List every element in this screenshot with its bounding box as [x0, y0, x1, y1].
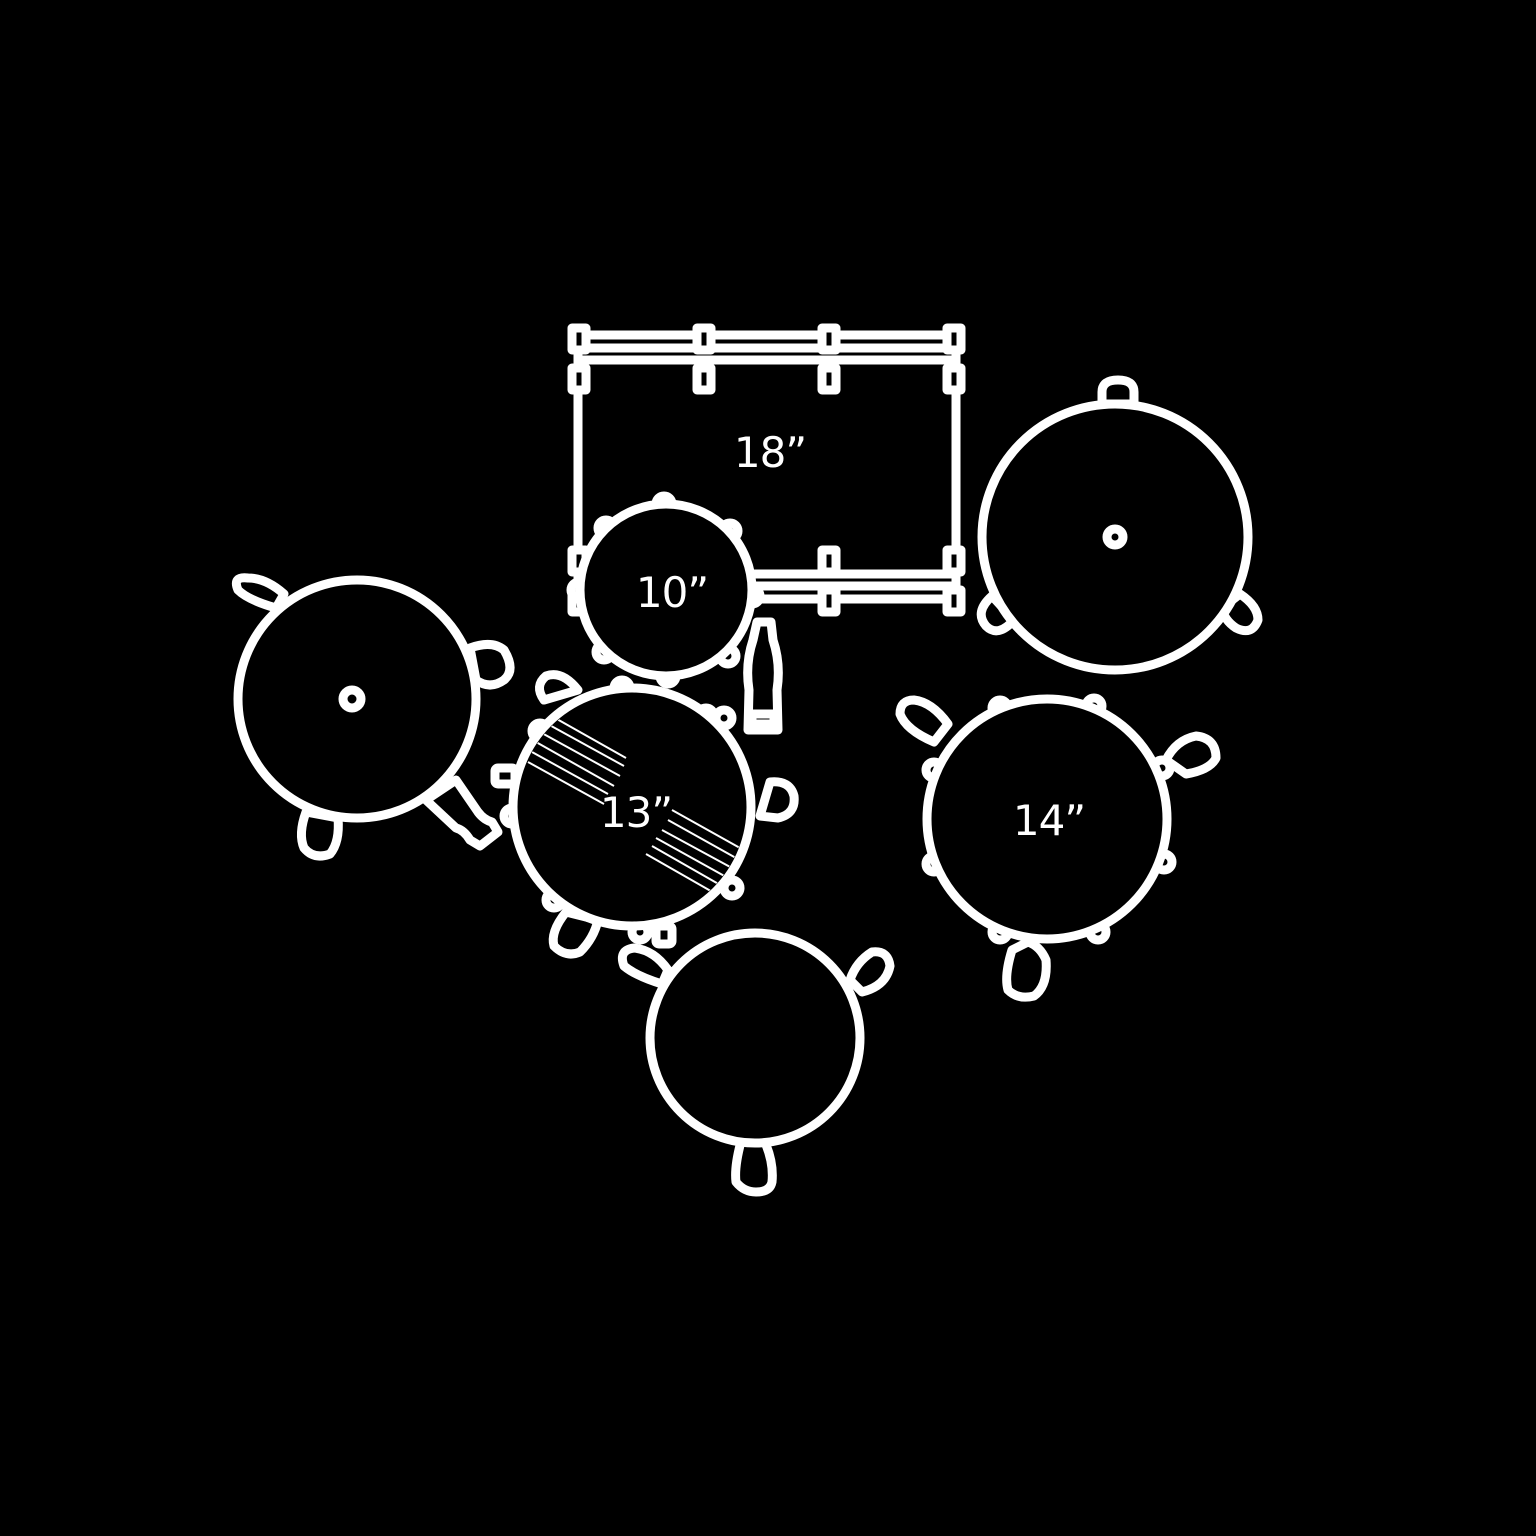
rack-tom: 10” — [566, 491, 765, 689]
bass-drum-top-lugs — [567, 323, 966, 395]
bass-drum-pedal-heel — [747, 709, 779, 729]
bass-drum-top-rim — [573, 343, 961, 365]
floor-tom-head — [922, 694, 1172, 944]
bass-drum-pedal — [743, 617, 783, 735]
throne-leg-bottom — [731, 1133, 777, 1197]
hi-hat-stand-leg-right — [465, 640, 515, 690]
snare-head — [508, 683, 756, 931]
snare-stand-leg-right — [755, 777, 799, 823]
floor-tom-leg-bottom — [1002, 937, 1051, 1002]
floor-tom-legs — [895, 695, 1221, 1002]
bass-drum-size-label: 18” — [734, 428, 806, 477]
ride-cymbal — [976, 375, 1263, 675]
snare-drum: 13” — [490, 670, 799, 959]
throne-seat — [645, 928, 865, 1148]
rack-tom-size-label: 10” — [636, 568, 708, 617]
bass-drum-pedal-footboard — [743, 617, 783, 735]
snare-stand-leg-upper — [535, 670, 583, 705]
snare-butt-plate — [651, 921, 677, 949]
snare-wires — [527, 713, 741, 895]
rack-tom-head — [575, 499, 757, 681]
hi-hat-stand-leg-lower — [296, 807, 343, 861]
floor-tom-leg-right — [1161, 731, 1221, 779]
floor-tom-size-label: 14” — [1013, 796, 1085, 845]
throne — [617, 928, 895, 1197]
hi-hat-stand-leg-upper — [231, 573, 289, 613]
snare-size-label: 13” — [600, 788, 672, 837]
ride-cymbal-bell — [1102, 524, 1128, 550]
hi-hat-clutch — [338, 685, 366, 713]
throne-leg-left — [617, 943, 673, 989]
floor-tom: 14” — [895, 693, 1221, 1002]
hi-hat-pedal-footboard — [421, 775, 503, 851]
hi-hat-cymbal — [231, 573, 515, 861]
ride-stand-leg-top — [1097, 375, 1139, 409]
ride-stand-leg-left — [976, 591, 1019, 636]
throne-leg-right — [845, 947, 895, 997]
hi-hat-pedal — [421, 775, 503, 851]
snare-stand-leg-lower — [548, 907, 603, 959]
floor-tom-leg-left — [895, 695, 953, 747]
